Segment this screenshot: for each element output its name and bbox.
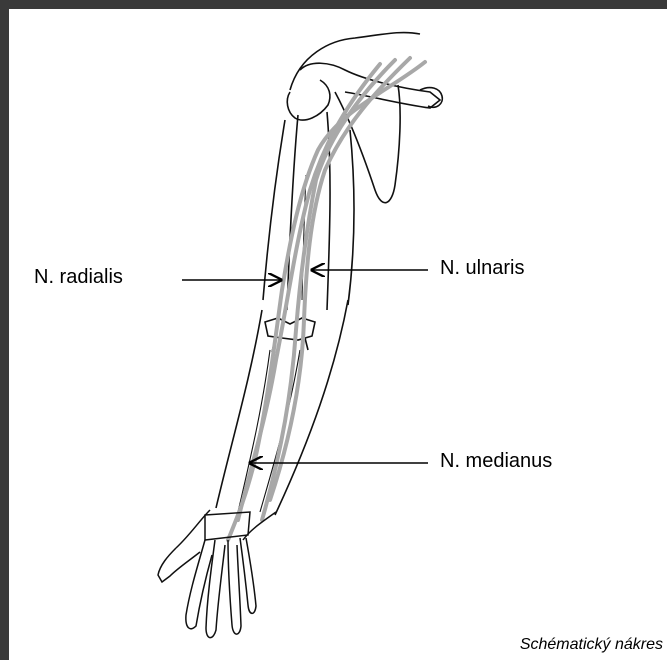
shoulder-outline: [287, 33, 442, 203]
label-ulnaris: N. ulnaris: [440, 257, 524, 280]
hand-outline: [158, 510, 276, 638]
label-radialis: N. radialis: [34, 266, 123, 289]
figure-caption: Schématický nákres: [520, 636, 663, 654]
nerves: [228, 58, 425, 540]
label-medianus: N. medianus: [440, 450, 552, 473]
